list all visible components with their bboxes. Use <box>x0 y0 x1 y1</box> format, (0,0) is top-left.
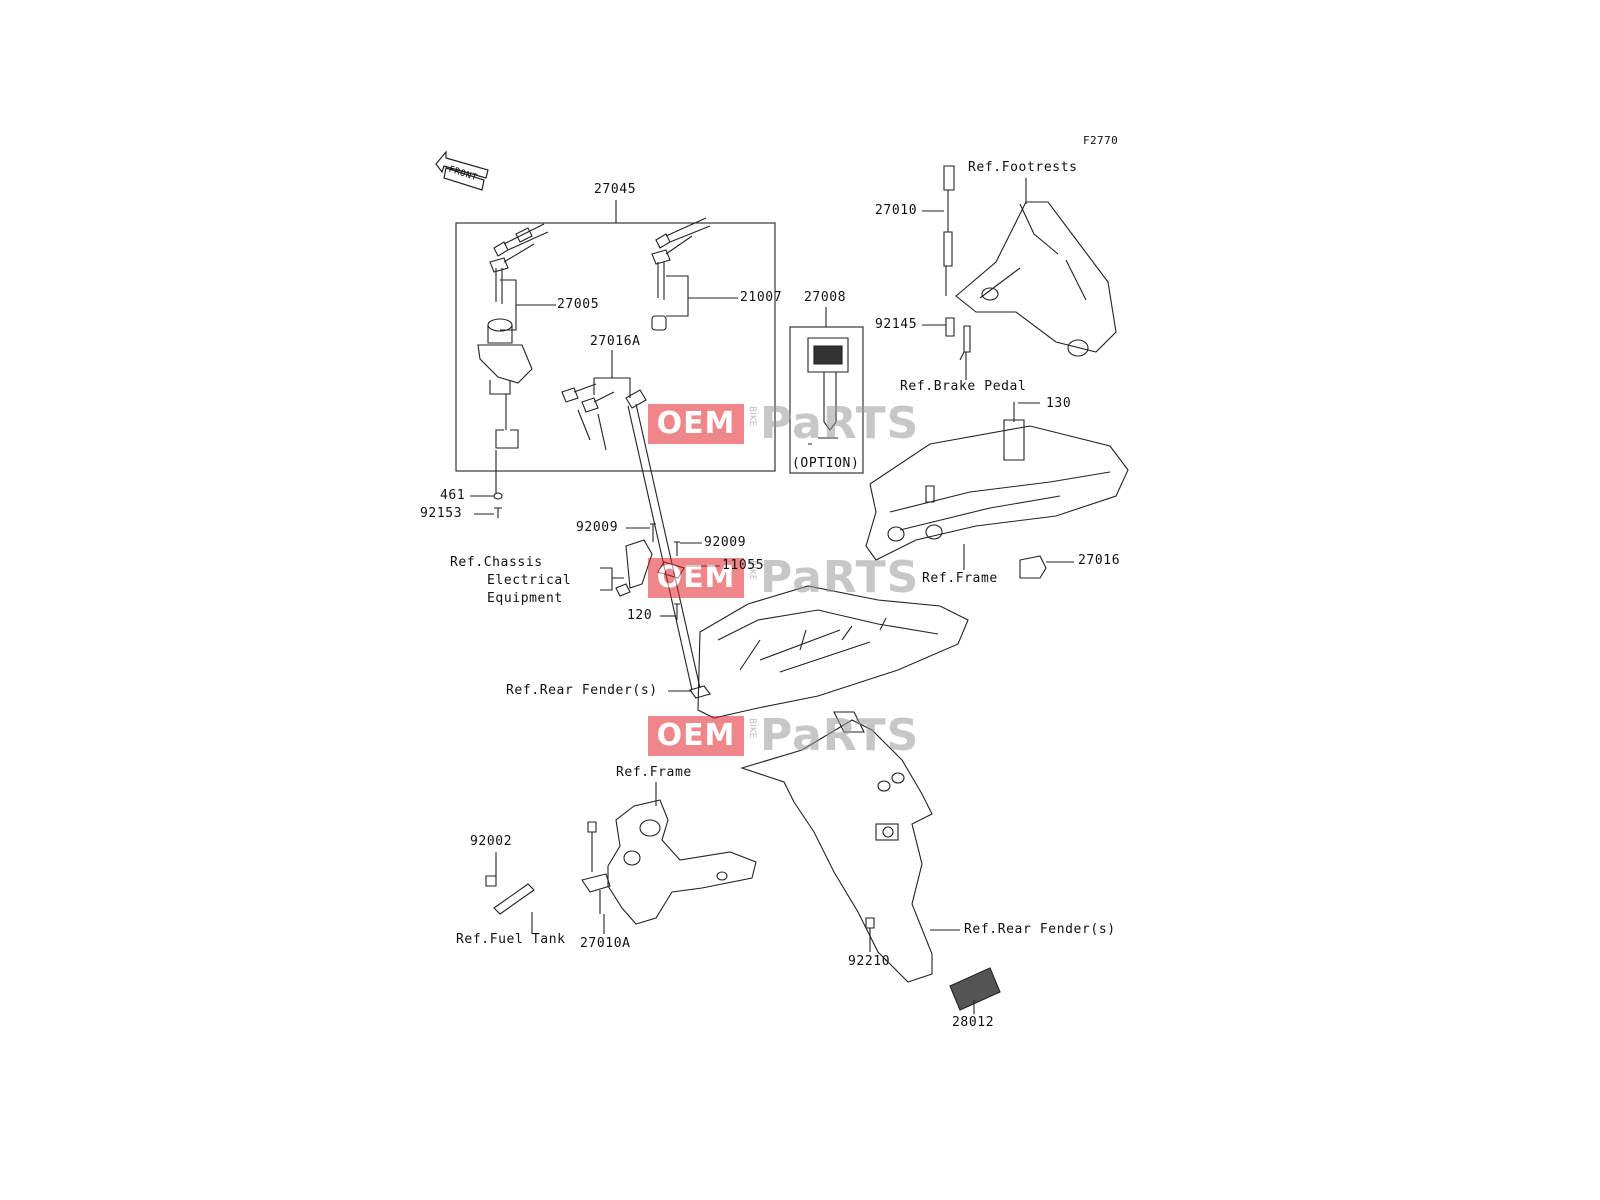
switch-27010A <box>581 821 611 914</box>
keys-21007 <box>651 217 711 331</box>
watermark-bike: BIKE <box>747 560 757 581</box>
part-27010A[interactable]: 27010A <box>580 936 631 951</box>
part-92002[interactable]: 92002 <box>470 834 513 849</box>
watermark-middle: OEM BIKE PaRTS <box>648 552 928 603</box>
option-key-27008 <box>807 337 849 445</box>
spring-brake <box>959 325 971 361</box>
ref-chassis-label[interactable]: Ref.Chassis <box>450 555 543 570</box>
switch-27010 <box>943 165 955 296</box>
bracket-21007 <box>666 275 712 317</box>
part-92145[interactable]: 92145 <box>875 317 918 332</box>
watermark-parts: PaRTS <box>760 552 920 603</box>
bracket-27016A <box>593 350 631 398</box>
bracket-ref-chassis <box>600 567 624 591</box>
footrest-bracket <box>955 201 1117 357</box>
watermark-oem: OEM <box>648 404 744 444</box>
part-28012[interactable]: 28012 <box>952 1015 995 1030</box>
part-92009-left[interactable]: 92009 <box>576 520 619 535</box>
ref-electrical-label[interactable]: Electrical <box>487 573 572 588</box>
part-461[interactable]: 461 <box>440 488 466 503</box>
lock-27016 <box>1019 555 1047 579</box>
rear-fender-top <box>689 585 969 719</box>
part-27010[interactable]: 27010 <box>875 203 918 218</box>
ref-frame-right-label[interactable]: Ref.Frame <box>922 571 998 586</box>
watermark-top: OEM BIKE PaRTS <box>648 398 928 449</box>
part-27045[interactable]: 27045 <box>594 182 637 197</box>
ignition-switch <box>477 318 533 494</box>
reflector-28012 <box>949 967 1001 1011</box>
part-92210[interactable]: 92210 <box>848 954 891 969</box>
frame-bottom <box>607 799 757 925</box>
part-92153[interactable]: 92153 <box>420 506 463 521</box>
screw-92009-left <box>650 523 656 542</box>
watermark-oem: OEM <box>648 558 744 598</box>
seat-lock-cable <box>627 403 701 691</box>
ref-brake-pedal-label[interactable]: Ref.Brake Pedal <box>900 379 1027 394</box>
rear-fender-bottom <box>740 711 933 983</box>
part-27005[interactable]: 27005 <box>557 297 600 312</box>
option-label: (OPTION) <box>792 456 860 471</box>
screw-92153 <box>494 507 502 518</box>
screw-120 <box>674 603 680 620</box>
screw-92210 <box>865 917 875 929</box>
ignition-keys-27005 <box>489 223 549 304</box>
ref-footrests-label[interactable]: Ref.Footrests <box>968 160 1078 175</box>
watermark-bike: BIKE <box>747 406 757 427</box>
screw-92009-right <box>674 541 680 556</box>
watermark-oem: OEM <box>648 716 744 756</box>
part-27016A[interactable]: 27016A <box>590 334 641 349</box>
ref-frame-bottom-label[interactable]: Ref.Frame <box>616 765 692 780</box>
part-130[interactable]: 130 <box>1046 396 1072 411</box>
keys-27016A <box>561 383 647 451</box>
part-21007[interactable]: 21007 <box>740 290 783 305</box>
part-92009-right[interactable]: 92009 <box>704 535 747 550</box>
watermark-parts: PaRTS <box>760 710 920 761</box>
ref-equipment-label[interactable]: Equipment <box>487 591 563 606</box>
rear-frame <box>865 402 1129 561</box>
ref-fuel-tank-label[interactable]: Ref.Fuel Tank <box>456 932 566 947</box>
spring-92145 <box>945 317 955 337</box>
bracket-27005 <box>500 279 530 331</box>
screw-461 <box>493 492 503 500</box>
bolt-92002 <box>485 875 497 887</box>
part-120[interactable]: 120 <box>627 608 653 623</box>
part-27008[interactable]: 27008 <box>804 290 847 305</box>
fuel-tank-rod <box>493 883 535 915</box>
ref-rear-fender-bottom-label[interactable]: Ref.Rear Fender(s) <box>964 922 1116 937</box>
ref-rear-fender-top-label[interactable]: Ref.Rear Fender(s) <box>506 683 658 698</box>
chassis-bracket <box>615 539 653 597</box>
watermark-bottom: OEM BIKE PaRTS <box>648 710 928 761</box>
figure-code: F2770 <box>1083 134 1119 147</box>
part-27016[interactable]: 27016 <box>1078 553 1121 568</box>
front-arrow-icon: FRONT <box>430 150 500 196</box>
watermark-parts: PaRTS <box>760 398 920 449</box>
watermark-bike: BIKE <box>747 718 757 739</box>
part-11055[interactable]: 11055 <box>722 558 765 573</box>
